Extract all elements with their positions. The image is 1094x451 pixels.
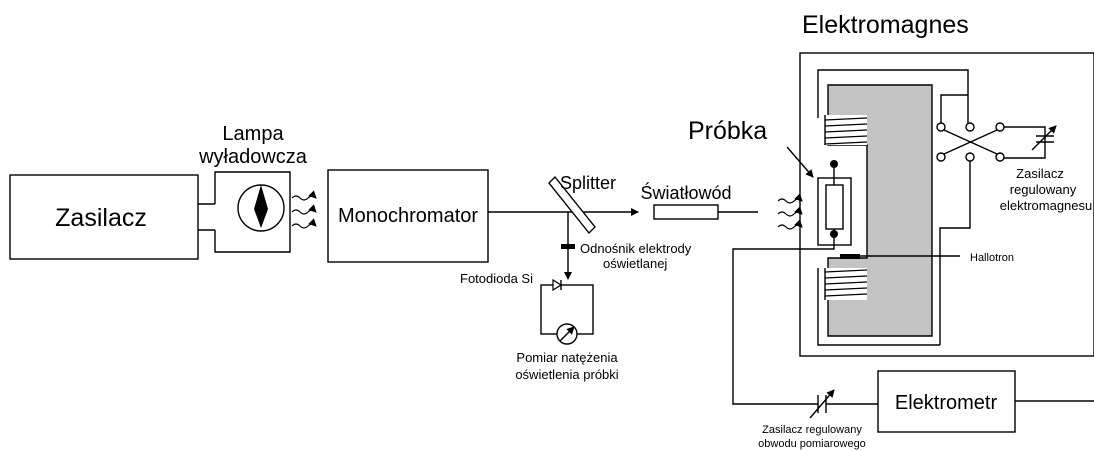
light-measurement-label-line2: oświetlenia próbki xyxy=(515,367,618,382)
power-supply-block: Zasilacz xyxy=(9,174,199,260)
measuring-psu-label-line2: obwodu pomiarowego xyxy=(758,438,866,450)
splitter-label: Splitter xyxy=(560,173,616,193)
sample: Próbka xyxy=(688,117,852,246)
photodiode-icon xyxy=(552,278,563,292)
sample-light-rays-icon xyxy=(777,193,803,230)
electrometer-label: Elektrometr xyxy=(895,392,998,414)
magnet-psu-label-line3: elektromagnesu xyxy=(1000,198,1093,213)
hallotron-label: Hallotron xyxy=(970,252,1014,264)
monochromator-block: Monochromator xyxy=(327,169,489,263)
measuring-circuit: Zasilacz regulowany obwodu pomiarowego E… xyxy=(732,238,1094,450)
lamp-light-rays-icon xyxy=(291,190,317,229)
fiber-label: Światłowód xyxy=(640,182,731,203)
variable-supply-icon xyxy=(1031,125,1057,151)
monochromator-label: Monochromator xyxy=(338,205,478,227)
reference-electrode-label-line1: Odnośnik elektrody xyxy=(580,241,692,256)
power-supply-label: Zasilacz xyxy=(55,204,147,232)
electromagnet-title: Elektromagnes xyxy=(802,11,969,39)
reference-electrode-label-line2: oświetlanej xyxy=(603,256,667,271)
electrometer-block xyxy=(877,370,1016,433)
measuring-psu-icon xyxy=(809,389,835,419)
measuring-psu-label-line1: Zasilacz regulowany xyxy=(762,424,862,436)
splitter-mirror: Splitter xyxy=(548,173,616,235)
upper-coil-icon xyxy=(824,115,868,145)
magnet-psu-label-line1: Zasilacz xyxy=(1016,166,1064,181)
photodiode-label: Fotodioda Si xyxy=(460,271,533,286)
electromagnet: Elektromagnes Hallotron xyxy=(799,11,1094,357)
lower-coil-icon xyxy=(824,268,868,300)
reversing-switch: Zasilacz regulowany elektromagnesu xyxy=(936,94,1093,345)
hallotron-sensor-icon xyxy=(840,254,860,259)
discharge-lamp: Lampa wyładowcza xyxy=(198,123,308,253)
lamp-label-line2: wyładowcza xyxy=(198,146,308,168)
lamp-electrode-icon xyxy=(254,185,268,228)
sample-label: Próbka xyxy=(688,117,767,145)
lamp-label-line1: Lampa xyxy=(222,123,284,145)
reference-electrode-marker-icon xyxy=(561,244,575,249)
optical-fiber: Światłowód xyxy=(640,182,732,220)
magnet-psu-label-line2: regulowany xyxy=(1010,182,1077,197)
light-measurement-label-line1: Pomiar natężenia xyxy=(516,350,618,365)
photodiode-circuit: Fotodioda Si Pomiar natężenia oświetleni… xyxy=(460,271,619,382)
